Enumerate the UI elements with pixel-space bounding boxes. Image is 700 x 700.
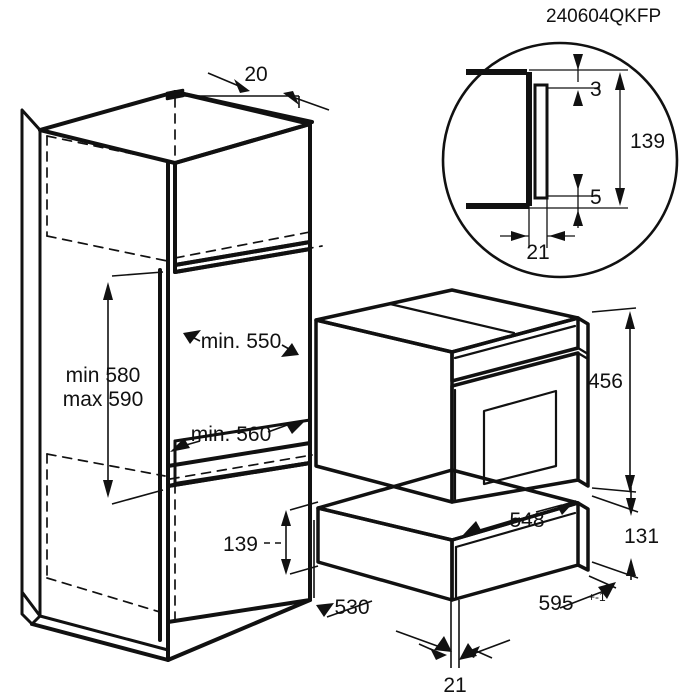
dim-label-detail-top-gap: 3 (590, 78, 602, 101)
detail-arrow-139-bottom (615, 188, 625, 206)
drawing-title: 240604QKFP (546, 6, 661, 27)
oven-right-trim-line-a (576, 346, 590, 356)
detail-arrow-139-top (615, 72, 625, 90)
dim-560-leader-right (267, 423, 291, 433)
detail-arrow-21-left (511, 231, 527, 241)
drawer-front-seam (454, 511, 577, 549)
dim-label-oven-height: 456 (588, 370, 623, 393)
oven-top-ridge (388, 302, 516, 335)
dim-label-drawer-lower-depth: 530 (334, 596, 369, 619)
dim-label-drawer-width-tolerance: +-1 (588, 590, 606, 604)
dim-560-arrow-left (170, 438, 190, 452)
dim-548-leader-left (472, 517, 521, 533)
dim-label-lower-gap: 139 (223, 533, 258, 556)
dim-456-extension-top (591, 307, 637, 313)
dim-139c-extension-top (289, 501, 319, 511)
dim-20-arrow-right (283, 91, 299, 105)
detail-arrow-5-top (573, 174, 583, 190)
dim-550-arrow-left (183, 330, 201, 344)
dim-131-arrow-top (626, 498, 636, 516)
dim-21b-arrow-left (430, 648, 447, 660)
dim-131-arrow-bottom (626, 558, 636, 576)
cabinet-left-plinth (20, 590, 42, 626)
dim-456-arrow-top (625, 311, 635, 329)
cabinet-center-stile-middle (158, 268, 170, 642)
dim-20-arrow-left (234, 79, 250, 93)
dimension-oven-height (591, 307, 637, 493)
dim-label-niche-height-min: min 580 (66, 364, 141, 387)
detail-arrow-21-right (549, 231, 565, 241)
dim-label-niche-depth: min. 550 (201, 330, 282, 353)
cabinet-middle-floor-edge (173, 418, 312, 443)
drawer-assembly (316, 468, 590, 602)
dim-label-drawer-height: 131 (624, 525, 659, 548)
oven-right-trim (576, 316, 590, 488)
dim-560-arrow-right (286, 420, 306, 434)
dim-139c-arrow-bottom (281, 559, 291, 575)
dim-label-detail-offset: 21 (526, 241, 549, 264)
oven-door-window (482, 389, 558, 486)
dim-548-arrow-right (557, 500, 576, 515)
dim-label-cabinet-top-depth: 20 (244, 63, 267, 86)
dim-580-arrow-top (103, 282, 113, 300)
cabinet-top-back-edge (173, 90, 314, 124)
detail-arrow-3-top (573, 54, 583, 70)
detail-arrow-3-bottom (573, 90, 583, 106)
oven-right-trim-line-b (576, 351, 590, 361)
drawer-right-trim (576, 501, 590, 572)
dim-530-leader-left (326, 600, 373, 618)
dim-label-niche-height-max: max 590 (63, 388, 144, 411)
oven-assembly (314, 288, 590, 504)
dim-21b-arrow-right (463, 646, 480, 658)
dim-548-arrow-left (462, 521, 481, 536)
detail-circle-outline (441, 41, 679, 279)
cabinet-base-top-edge (38, 614, 170, 652)
dim-580-extension-top (111, 271, 164, 277)
dimension-drawer-lower-depth (313, 520, 441, 648)
dim-456-extension-bottom (591, 487, 637, 493)
dimension-niche-height (107, 271, 164, 505)
dim-label-drawer-width: 595 (538, 592, 573, 615)
dim-560-leader-left (185, 440, 201, 446)
cabinet-bottom-right-face (166, 461, 312, 624)
detail-arrow-5-bottom (573, 210, 583, 226)
dim-139c-arrow-top (281, 510, 291, 526)
dim-595-leader-right (559, 590, 605, 609)
cabinet-lower-hidden-lines (46, 453, 313, 621)
dim-595-arrow-right (598, 582, 616, 599)
dim-label-drawer-depth: 548 (509, 509, 544, 532)
dim-label-detail-bottom-gap: 5 (590, 186, 602, 209)
dim-550-arrow-right (281, 343, 299, 357)
dimension-niche-width (185, 423, 291, 446)
dim-530-leader-right (395, 630, 441, 648)
cabinet-assembly (20, 88, 323, 662)
oven-control-panel-line (453, 324, 577, 360)
cabinet-upper-hidden-lines (46, 97, 176, 266)
dim-530-arrow-right (434, 636, 452, 652)
dim-580-arrow-bottom (103, 480, 113, 498)
dim-456-arrow-bottom (625, 475, 635, 493)
dim-580-extension-bottom (111, 489, 164, 505)
dim-label-drawer-front-thickness: 21 (443, 674, 466, 697)
dim-label-detail-total-height: 139 (630, 130, 665, 153)
cabinet-top-bracket (165, 88, 185, 101)
dim-label-niche-width: min. 560 (191, 423, 272, 446)
dim-530-arrow-left (316, 603, 334, 617)
